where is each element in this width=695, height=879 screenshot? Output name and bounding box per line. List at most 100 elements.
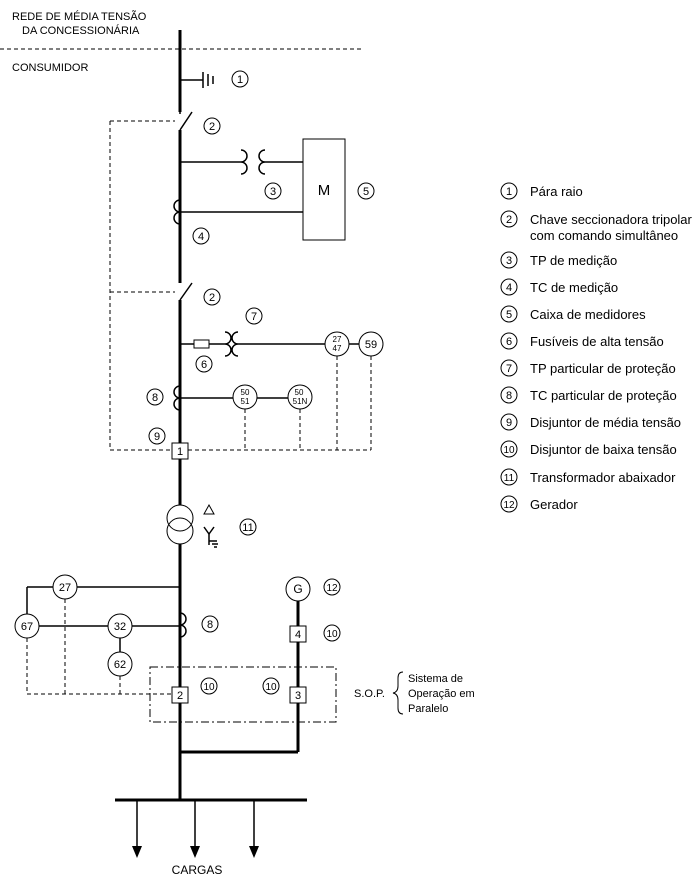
callout-9-text: 9: [154, 431, 160, 443]
callout-10c: [323, 624, 341, 642]
callout-4: [192, 227, 210, 245]
callout-2b: [203, 288, 221, 306]
legend-marker-3: [500, 251, 518, 269]
grid-label-line1: REDE DE MÉDIA TENSÃO: [12, 10, 147, 23]
callout-2a: [203, 117, 221, 135]
sop-boundary: [149, 666, 337, 723]
legend-number-1: 1: [506, 186, 512, 198]
callout-2a-text: 2: [209, 121, 215, 133]
lv-breaker-3-label: 3: [295, 690, 301, 702]
legend-marker-2: [500, 210, 518, 228]
loads-label: CARGAS: [172, 863, 223, 877]
callout-12-text: 12: [326, 583, 338, 594]
sop-line1: Sistema de: [408, 673, 463, 685]
relay-59-text: 59: [365, 339, 377, 351]
relay-50-51-top: 50: [241, 388, 250, 397]
surge-arrester-symbol: [180, 72, 214, 88]
legend-text-3: TP de medição: [530, 253, 617, 268]
legend-text-2-line2: com comando simultâneo: [530, 228, 678, 243]
callout-11-text: 11: [242, 522, 253, 534]
callout-10a-text: 10: [203, 682, 215, 693]
legend-number-5: 5: [506, 309, 512, 321]
sop-brace: [392, 671, 404, 715]
callout-10b: [262, 677, 280, 695]
legend-text-7: TP particular de proteção: [530, 361, 676, 376]
callout-12: [323, 578, 341, 596]
meter-box: [302, 138, 346, 241]
lv-ct-symbol: [179, 612, 187, 638]
legend-number-8: 8: [506, 390, 512, 402]
legend-text-9: Disjuntor de média tensão: [530, 415, 681, 430]
callout-10a: [200, 677, 218, 695]
mv-breaker-1-label: 1: [177, 446, 183, 458]
legend-text-6: Fusíveis de alta tensão: [530, 334, 664, 349]
legend-marker-9: [500, 413, 518, 431]
legend-text-4: TC de medição: [530, 280, 618, 295]
callout-3: [264, 182, 282, 200]
consumer-label: CONSUMIDOR: [12, 62, 88, 74]
relay-27-47-top: 27: [333, 335, 342, 344]
legend-text-11: Transformador abaixador: [530, 470, 676, 485]
legend-marker-6: [500, 332, 518, 350]
legend-number-9: 9: [506, 417, 512, 429]
legend-number-10: 10: [503, 445, 515, 456]
disconnect-switch-upper: [179, 111, 193, 131]
callout-6-text: 6: [201, 359, 207, 371]
callout-2b-text: 2: [209, 292, 215, 304]
relay-32-text: 32: [114, 621, 126, 633]
protection-vt-symbol: [180, 331, 325, 357]
legend-marker-5: [500, 305, 518, 323]
legend-text-1: Pára raio: [530, 184, 583, 199]
relay-50-51-bot: 51: [241, 397, 250, 406]
legend-text-5: Caixa de medidores: [530, 307, 646, 322]
callout-9: [148, 427, 166, 445]
callout-4-text: 4: [198, 231, 204, 243]
callout-8a: [146, 388, 164, 406]
legend-number-11: 11: [504, 473, 515, 484]
legend-marker-1: [500, 182, 518, 200]
relay-67-text: 67: [21, 621, 33, 633]
legend-marker-10: [500, 440, 518, 458]
legend-number-12: 12: [503, 500, 515, 511]
legend-number-6: 6: [506, 336, 512, 348]
legend-number-2: 2: [506, 214, 512, 226]
metering-ct-symbol: [173, 199, 303, 225]
lv-breaker-2-label: 2: [177, 690, 183, 702]
sop-line3: Paralelo: [408, 703, 448, 715]
legend-marker-8: [500, 386, 518, 404]
relay-27-47-bot: 47: [333, 344, 342, 353]
legend-number-3: 3: [506, 255, 512, 267]
legend-text-8: TC particular de proteção: [530, 388, 677, 403]
relay-27-text: 27: [59, 582, 71, 594]
callout-8b-text: 8: [207, 619, 213, 631]
callout-6: [195, 355, 213, 373]
callout-10c-text: 10: [326, 629, 338, 640]
legend-text-12: Gerador: [530, 497, 578, 512]
generator-label: G: [293, 582, 302, 596]
callout-1: [231, 70, 249, 88]
callout-8a-text: 8: [152, 392, 158, 404]
callout-8b: [201, 615, 219, 633]
legend-number-7: 7: [506, 363, 512, 375]
relay-62-text: 62: [114, 659, 126, 671]
callout-5: [357, 182, 375, 200]
load-arrows: [132, 800, 259, 858]
metering-vt-symbol: [180, 149, 303, 175]
lv-trip-wiring: [26, 599, 172, 695]
relay-32: [107, 613, 133, 639]
legend-marker-11: [500, 468, 518, 486]
callout-5-text: 5: [363, 186, 369, 198]
callout-1-text: 1: [237, 74, 243, 86]
sop-abbr: S.O.P.: [354, 688, 385, 700]
protection-ct-symbol: [173, 385, 290, 411]
legend-text-10: Disjuntor de baixa tensão: [530, 442, 677, 457]
meter-box-label: M: [318, 182, 331, 199]
legend-marker-4: [500, 278, 518, 296]
callout-11: [239, 518, 257, 536]
sop-line2: Operação em: [408, 688, 475, 700]
legend-number-4: 4: [506, 282, 512, 294]
callout-7-text: 7: [251, 311, 257, 323]
callout-3-text: 3: [270, 186, 276, 198]
